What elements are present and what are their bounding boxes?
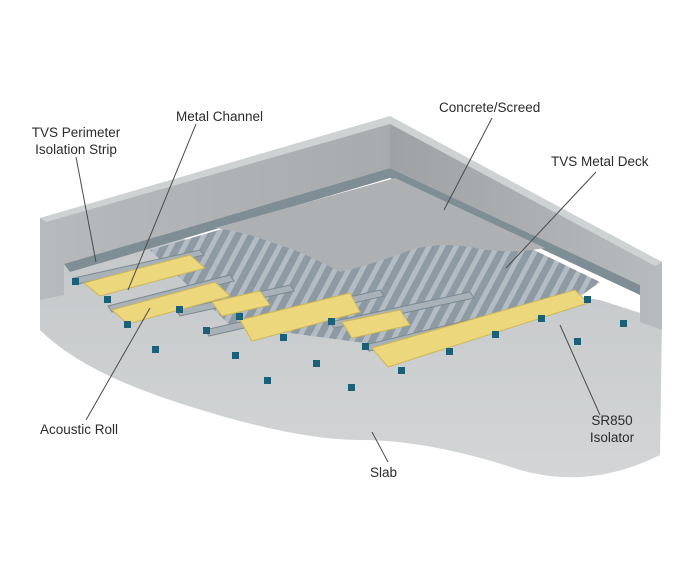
wall-left — [40, 118, 390, 300]
isolators — [72, 278, 627, 391]
label-isolator-line-2: Isolator — [589, 430, 635, 445]
label-metal-channel: Metal Channel — [176, 109, 264, 124]
label-perimeter-isolation-strip: TVS Perimeter Isolation Strip — [16, 124, 136, 158]
label-isolator-line-1: SR850 — [591, 413, 633, 428]
label-metal-deck: TVS Metal Deck — [551, 154, 649, 169]
acoustic-roll-strips — [82, 254, 589, 368]
label-acoustic-roll: Acoustic Roll — [40, 422, 119, 437]
label-perimeter-line-1: TVS Perimeter — [31, 125, 121, 140]
label-concrete-screed: Concrete/Screed — [439, 100, 541, 115]
wall-right — [390, 118, 662, 330]
label-isolator: SR850 Isolator — [567, 412, 657, 446]
concrete-screed — [215, 178, 545, 272]
leader-lines — [75, 117, 601, 463]
label-slab: Slab — [370, 465, 398, 480]
label-perimeter-line-2: Isolation Strip — [35, 142, 117, 157]
perimeter-isolation-strip — [64, 168, 640, 295]
